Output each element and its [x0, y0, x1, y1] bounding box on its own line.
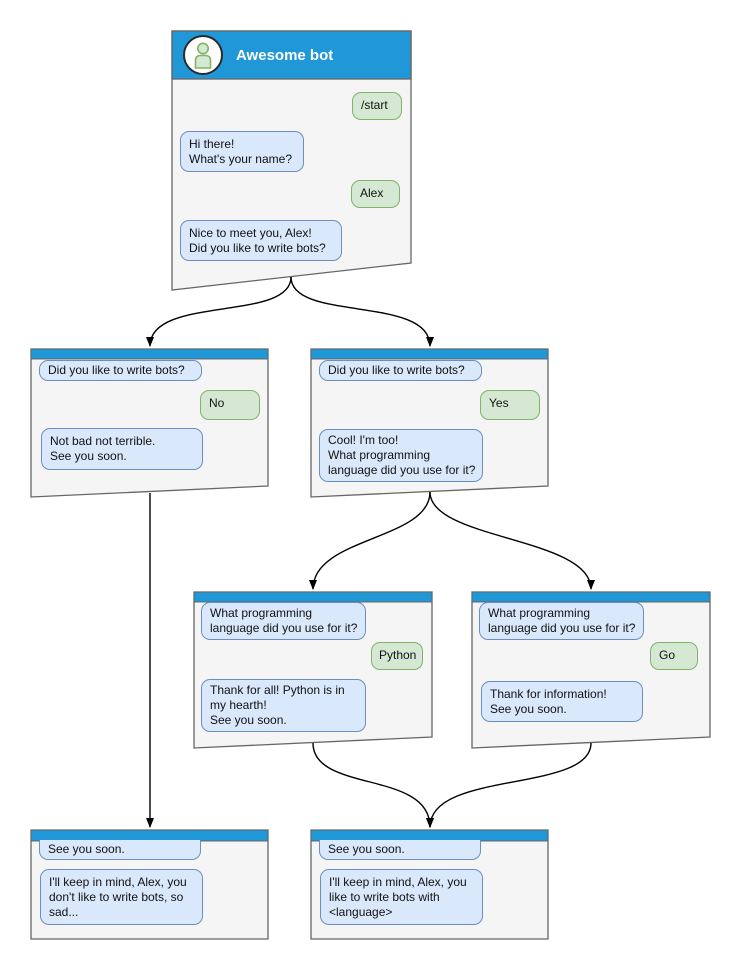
bot-message-bubble: What programming language did you use fo…	[479, 602, 644, 640]
bot-message-bubble: Did you like to write bots?	[319, 360, 482, 381]
edge-start-to-branch-no	[146, 276, 292, 347]
user-message-bubble: /start	[352, 92, 402, 120]
bot-message-bubble: Hi there! What's your name?	[180, 131, 304, 172]
bot-message-bubble: Did you like to write bots?	[39, 360, 202, 381]
edge-branch-yes-to-go	[429, 491, 595, 590]
bot-message-bubble: Thank for all! Python is in my hearth! S…	[201, 679, 366, 732]
bot-message-bubble: Thank for information! See you soon.	[481, 681, 643, 722]
user-message-bubble: No	[200, 390, 260, 420]
user-avatar-icon	[194, 42, 212, 69]
titlebar-branch-yes	[310, 348, 549, 360]
titlebar-branch-python	[193, 591, 433, 603]
bot-message-bubble: What programming language did you use fo…	[201, 602, 366, 640]
user-message-bubble: Go	[650, 642, 698, 670]
bot-title: Awesome bot	[236, 46, 334, 64]
edge-go-to-end-yes	[426, 742, 592, 828]
titlebar-branch-no	[30, 348, 269, 360]
bot-message-bubble: Nice to meet you, Alex! Did you like to …	[180, 220, 342, 261]
start-window-header: Awesome bot	[172, 31, 411, 79]
edge-branch-yes-to-python	[309, 491, 431, 590]
bot-message-bubble: I'll keep in mind, Alex, you like to wri…	[320, 869, 483, 925]
edge-start-to-branch-yes	[290, 276, 434, 347]
edge-python-to-end-yes	[312, 742, 434, 828]
titlebar-branch-go	[471, 591, 711, 603]
user-message-bubble: Yes	[480, 390, 540, 420]
bot-message-bubble: See you soon.	[319, 840, 481, 860]
user-message-bubble: Python	[371, 642, 423, 670]
bot-message-bubble: Cool! I'm too! What programming language…	[319, 429, 483, 482]
bot-message-bubble: I'll keep in mind, Alex, you don't like …	[40, 869, 203, 925]
avatar	[183, 35, 223, 75]
user-message-bubble: Alex	[351, 180, 400, 208]
bot-message-bubble: See you soon.	[39, 840, 201, 860]
bot-message-bubble: Not bad not terrible. See you soon.	[41, 428, 203, 470]
